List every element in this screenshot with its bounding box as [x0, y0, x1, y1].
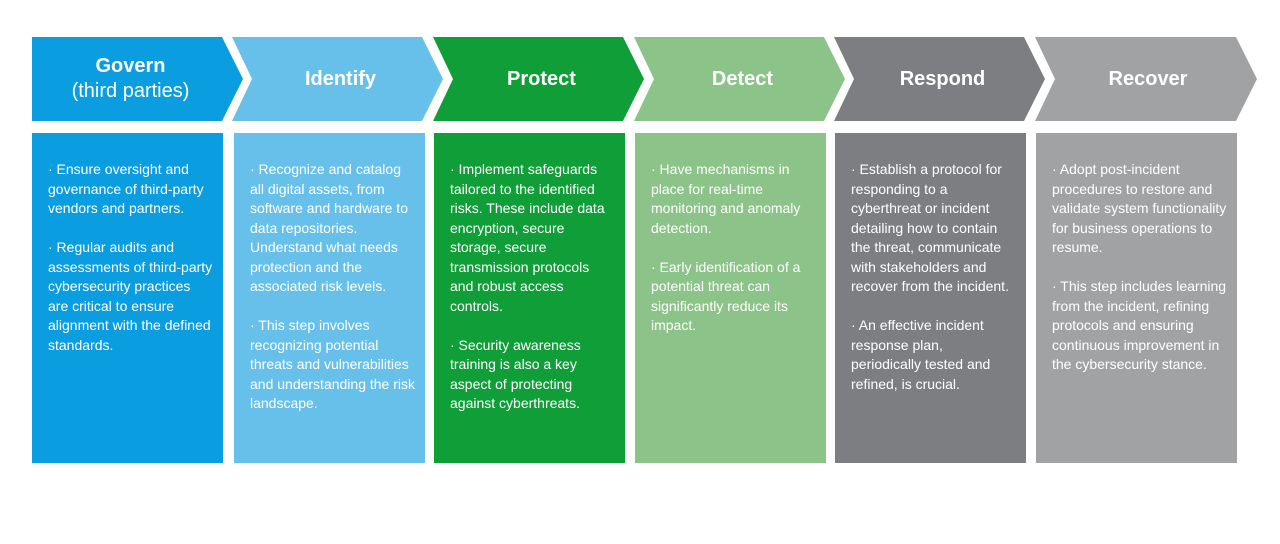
box-detect: · Have mechanisms in place for real-time…: [635, 133, 826, 463]
step-title: Identify: [304, 68, 377, 90]
bullet: · An effective incident response plan, p…: [851, 317, 991, 392]
bullet: · This step involves recognizing potenti…: [250, 317, 415, 411]
bullet: · Security awareness training is also a …: [450, 336, 581, 412]
bullet: · Regular audits and assessments of thir…: [48, 239, 213, 353]
arrow-respond: Respond: [834, 37, 1045, 121]
arrow-protect: Protect: [433, 37, 644, 121]
box-recover: · Adopt post-incident procedures to rest…: [1036, 133, 1237, 463]
box-respond: · Establish a protocol for responding to…: [835, 133, 1026, 463]
step-title: Protect: [507, 68, 576, 90]
arrow-govern: Govern (third parties): [32, 37, 243, 121]
box-govern: · Ensure oversight and governance of thi…: [32, 133, 223, 463]
step-title: Detect: [711, 68, 774, 90]
bullet: · Early identification of a potential th…: [651, 258, 801, 334]
box-identify: · Recognize and catalog all digital asse…: [234, 133, 425, 463]
bullet: · This step includes learning from the i…: [1052, 278, 1227, 372]
arrow-identify: Identify: [232, 37, 443, 121]
bullet: · Ensure oversight and governance of thi…: [48, 161, 204, 216]
arrow-recover: Recover: [1035, 37, 1257, 121]
box-protect: · Implement safeguards tailored to the i…: [434, 133, 625, 463]
bullet: · Recognize and catalog all digital asse…: [250, 161, 408, 294]
step-subtitle: (third parties): [71, 80, 190, 102]
bullet: · Have mechanisms in place for real-time…: [651, 161, 801, 236]
step-title: Govern: [95, 55, 166, 77]
bullet: · Implement safeguards tailored to the i…: [450, 161, 605, 314]
arrow-detect: Detect: [634, 37, 845, 121]
bullet: · Establish a protocol for responding to…: [851, 161, 1009, 294]
step-title: Respond: [899, 68, 986, 90]
bullet: · Adopt post-incident procedures to rest…: [1052, 161, 1227, 255]
step-title: Recover: [1108, 68, 1188, 90]
